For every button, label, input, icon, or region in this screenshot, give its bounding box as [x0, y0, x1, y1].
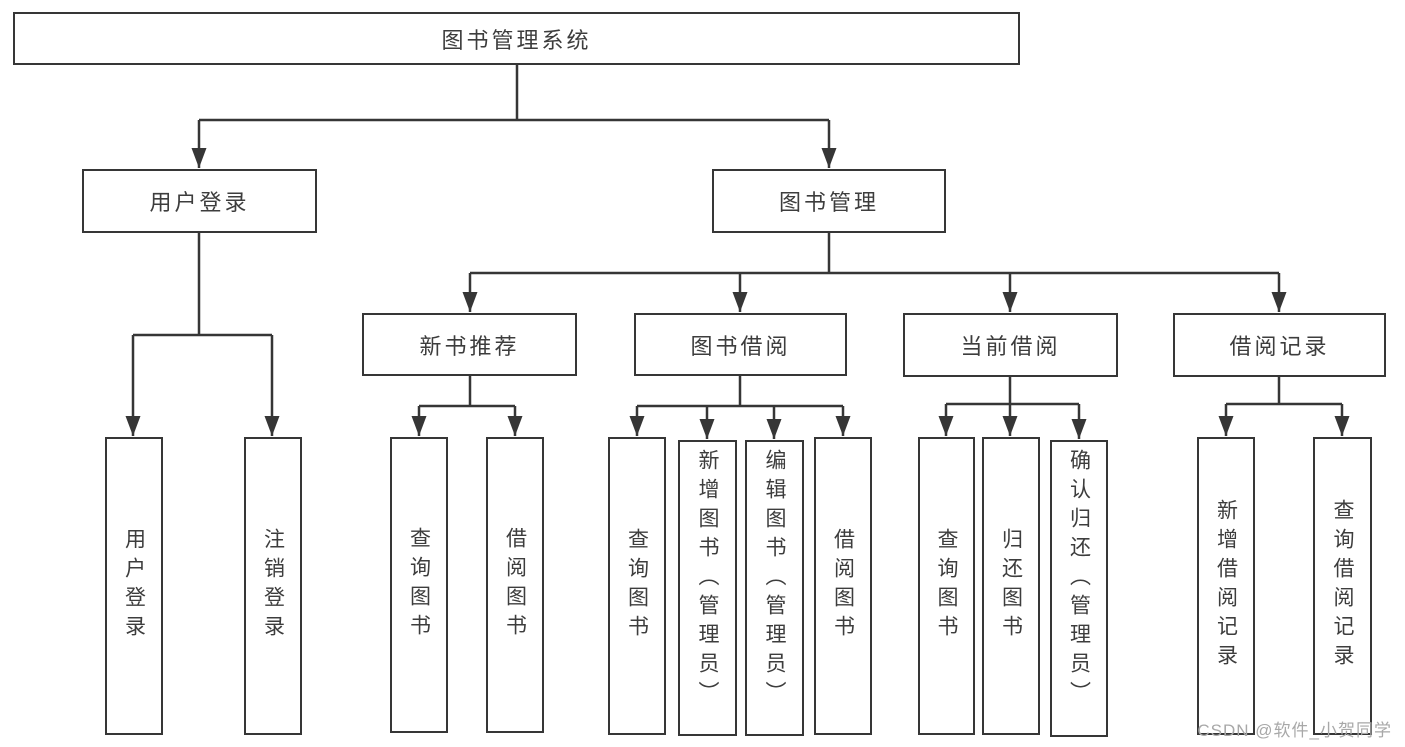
node-bb-add-book: 新增图书（管理员） [678, 440, 737, 736]
connector-new-book-rec-children [411, 376, 523, 436]
node-bb-borrow-book-label: 借阅图书 [831, 528, 855, 644]
connector-root-to-level2 [191, 65, 837, 168]
node-rec-borrow-book: 借阅图书 [486, 437, 544, 733]
node-bb-query-book: 查询图书 [608, 437, 666, 735]
node-cb-confirm-return-label: 确认归还（管理员） [1067, 449, 1091, 710]
node-cb-query-book: 查询图书 [918, 437, 975, 735]
node-rec-query-book: 查询图书 [390, 437, 448, 733]
csdn-watermark: CSDN @软件_小贺同学 [1197, 721, 1392, 740]
node-root: 图书管理系统 [13, 12, 1020, 65]
node-bb-edit-book-label: 编辑图书（管理员） [763, 449, 786, 710]
node-current-borrow: 当前借阅 [903, 313, 1118, 377]
node-book-mgmt-label: 图书管理 [778, 190, 879, 215]
node-rec-borrow-book-label: 借阅图书 [503, 527, 527, 643]
connector-current-borrow-children [938, 377, 1087, 439]
node-user-login: 用户登录 [82, 169, 317, 233]
node-book-borrow-label: 图书借阅 [690, 333, 791, 359]
connector-book-mgmt-children [462, 233, 1287, 312]
node-borrow-records: 借阅记录 [1173, 313, 1386, 377]
connector-book-borrow-children [629, 376, 851, 439]
node-borrow-records-label: 借阅记录 [1229, 334, 1330, 359]
node-br-query-record-label: 查询借阅记录 [1331, 499, 1354, 673]
node-rec-query-book-label: 查询图书 [407, 527, 431, 643]
node-br-add-record: 新增借阅记录 [1197, 437, 1255, 735]
node-leaf-user-login-label: 用户登录 [122, 528, 146, 644]
node-book-borrow: 图书借阅 [634, 313, 847, 376]
node-current-borrow-label: 当前借阅 [960, 334, 1061, 359]
node-bb-borrow-book: 借阅图书 [814, 437, 872, 735]
node-leaf-user-login: 用户登录 [105, 437, 163, 735]
node-leaf-logout: 注销登录 [244, 437, 302, 735]
node-cb-return-book: 归还图书 [982, 437, 1040, 735]
node-br-add-record-label: 新增借阅记录 [1214, 499, 1238, 673]
connector-user-login-children [125, 233, 280, 436]
node-book-mgmt: 图书管理 [712, 169, 946, 233]
node-cb-confirm-return: 确认归还（管理员） [1050, 440, 1108, 737]
node-new-book-recommend: 新书推荐 [362, 313, 577, 376]
node-cb-return-book-label: 归还图书 [999, 528, 1023, 644]
node-cb-query-book-label: 查询图书 [935, 528, 958, 644]
node-bb-add-book-label: 新增图书（管理员） [696, 449, 719, 710]
node-root-label: 图书管理系统 [441, 27, 592, 53]
connector-borrow-records-children [1218, 377, 1350, 436]
node-new-book-recommend-label: 新书推荐 [419, 333, 520, 359]
node-bb-edit-book: 编辑图书（管理员） [745, 440, 804, 736]
node-br-query-record: 查询借阅记录 [1313, 437, 1372, 735]
node-bb-query-book-label: 查询图书 [625, 528, 649, 644]
node-leaf-logout-label: 注销登录 [261, 528, 285, 644]
node-user-login-label: 用户登录 [149, 190, 250, 215]
